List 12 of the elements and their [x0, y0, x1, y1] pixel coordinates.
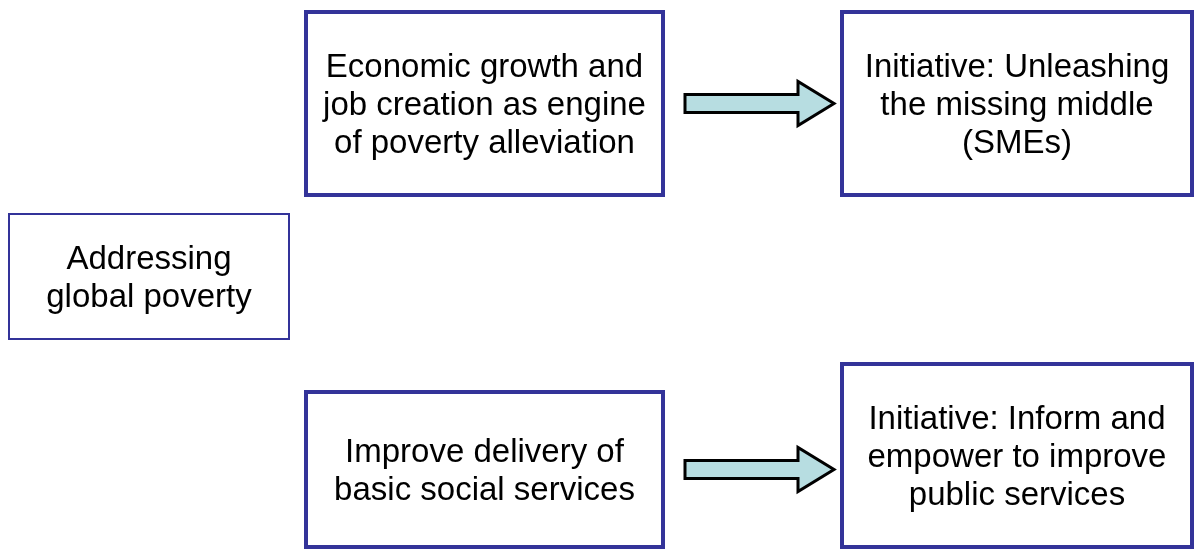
text-box [8, 213, 290, 340]
text-box [840, 362, 1194, 549]
text-box [304, 390, 665, 549]
box-text: Addressing global poverty [45, 238, 253, 315]
text-box [304, 10, 665, 197]
box-text: Economic growth and job creation as engine of poverty alleviation [321, 46, 647, 161]
box-text: Initiative: Inform and empower to improve public services [866, 398, 1168, 513]
block-arrow [683, 444, 837, 495]
box-text: Improve delivery of basic social services [333, 431, 636, 508]
block-arrow [683, 78, 837, 129]
box-text: Initiative: Unleashing the missing middle (SMEs) [863, 46, 1171, 161]
text-box [840, 10, 1194, 197]
